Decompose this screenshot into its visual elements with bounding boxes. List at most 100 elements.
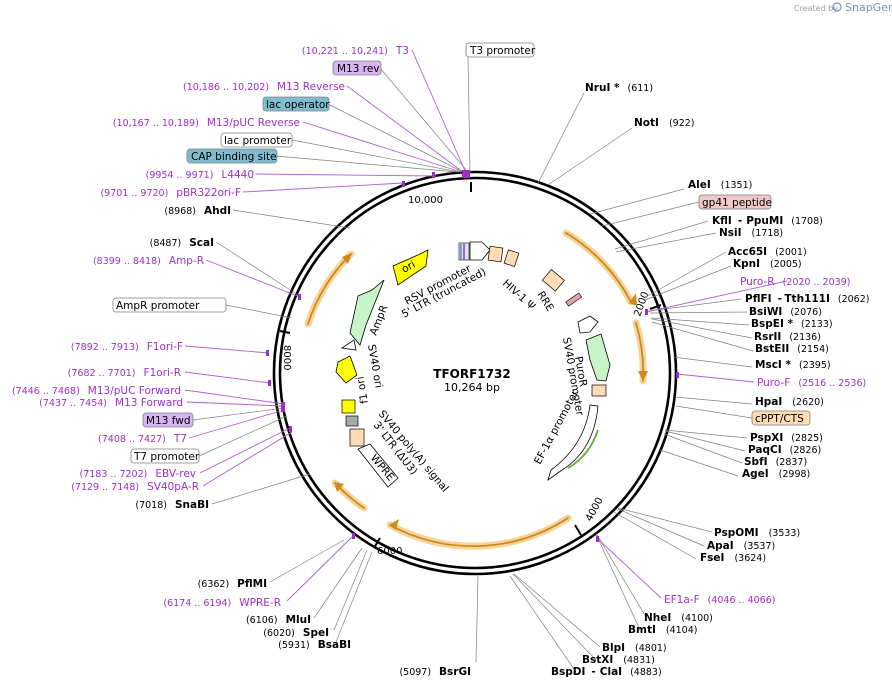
ampr-feature (349, 279, 385, 346)
ori-feature (392, 249, 429, 286)
snapgene-logo: SnapGene (832, 1, 892, 14)
ampr-promoter-feature (340, 339, 357, 351)
primer-labels: (10,221 .. 10,241)T3 (10,186 .. 10,202)M… (12, 45, 866, 609)
primer-t7: (7408 .. 7427)T7 (98, 433, 187, 445)
cap-binding-site-label: CAP binding site (191, 151, 277, 163)
box-leader-lines (192, 54, 753, 457)
ori-label: ori (400, 259, 418, 276)
snapgene-brand: SnapGene (845, 1, 892, 14)
t7-promoter-box: T7 promoter (130, 448, 200, 464)
m13-rev-box: M13 rev (332, 60, 382, 76)
site-bsiwi: BsiWI(2076) (749, 306, 822, 318)
site-paqci: PaqCI(2826) (748, 444, 821, 456)
tick-10000: 10,000 (408, 195, 443, 206)
puror-feature (585, 333, 611, 382)
t3-promoter-box: T3 promoter (465, 42, 536, 58)
site-pspxi: PspXI(2825) (750, 432, 823, 444)
cppt-feature (591, 384, 607, 397)
backbone-markers (266, 170, 679, 542)
site-bsrgi: (5097)BsrGI (399, 666, 471, 678)
rre-label: RRE (534, 289, 555, 313)
site-apai: ApaI(3537) (707, 540, 775, 552)
ampr-promoter-label: AmpR promoter (116, 300, 200, 312)
m13-fwd-box: M13 fwd (142, 412, 194, 428)
primer-f1ori-r: (7682 .. 7701)F1ori-R (68, 367, 181, 379)
wpre-feature (357, 443, 399, 488)
site-snabi: (7018)SnaBI (135, 499, 209, 511)
ampr-promoter-box: AmpR promoter (112, 297, 227, 313)
tick-marks (279, 182, 662, 549)
site-labels-left: (5097)BsrGI (5931)BsaBI (6020)SpeI (6106… (135, 205, 471, 678)
site-bsabi: (5931)BsaBI (278, 639, 351, 651)
m13-fwd-label: M13 fwd (146, 415, 191, 427)
sv40-polya-box (341, 399, 356, 414)
site-hpai: HpaI(2620) (755, 396, 824, 408)
rsv-promoter-feature (469, 241, 491, 261)
tick-6000: 6000 (377, 546, 402, 557)
primer-m13-forward: (7437 .. 7454)M13 Forward (39, 397, 183, 409)
primer-m13-reverse: (10,186 .. 10,202)M13 Reverse (183, 81, 345, 93)
cppt-cts-box: cPPT/CTS (751, 410, 811, 426)
site-noti: NotI(922) (634, 117, 694, 129)
site-rsrii: RsrII(2136) (754, 331, 821, 343)
site-blpi: BlpI(4801) (602, 642, 667, 654)
f1-ori-label: f1 ori (354, 376, 371, 405)
site-fsei: FseI(3624) (700, 552, 766, 564)
lac-operator-label: lac operator (266, 99, 330, 111)
primer-t3: (10,221 .. 10,241)T3 (302, 45, 409, 57)
lac-promoter-label: lac promoter (224, 135, 292, 147)
site-sbfi: SbfI(2837) (744, 456, 807, 468)
site-kpni: KpnI(2005) (733, 258, 802, 270)
site-mlui: (6106)MluI (246, 614, 311, 626)
primer-l4440: (9954 .. 9971)L4440 (146, 169, 254, 181)
primer-amp-r: (8399 .. 8418)Amp-R (93, 255, 204, 267)
gp41-feature (565, 292, 583, 307)
orange-arcs (304, 229, 647, 550)
site-bmti: BmtI(4104) (628, 624, 697, 636)
site-bspei: BspEI *(2133) (751, 318, 833, 330)
site-nsii: NsiI(1718) (719, 227, 783, 239)
t3-promoter-label: T3 promoter (469, 45, 536, 57)
cppt-cts-label: cPPT/CTS (755, 413, 804, 425)
site-bsteii: BstEII(2154) (755, 343, 829, 355)
primer-puro-r: Puro-R(2020 .. 2039) (740, 276, 850, 288)
lac-operator-box: lac operator (262, 96, 330, 112)
lac-promoter-box: lac promoter (220, 132, 293, 148)
hiv-label: HIV-1 Ψ (500, 277, 537, 312)
site-pflmi: (6362)PflMI (198, 578, 267, 590)
ltr3-box (349, 428, 365, 447)
site-bstxi: BstXI(4831) (582, 654, 655, 666)
plasmid-name: TFORF1732 (433, 367, 510, 381)
site-alei: AleI(1351) (688, 179, 752, 191)
sv40-ori-label: SV40 ori (365, 343, 384, 389)
site-msci: MscI *(2395) (755, 359, 831, 371)
primer-m13-puc-forward: (7446 .. 7468)M13/pUC Forward (12, 385, 181, 397)
hiv-psi-box-1 (487, 245, 504, 263)
primer-ebv-rev: (7183 .. 7202)EBV-rev (80, 468, 197, 480)
backbone-inner (278, 176, 672, 570)
primer-wpre-r: (6174 .. 6194)WPRE-R (163, 597, 281, 609)
ef1a-feature (547, 404, 599, 482)
site-nrui: NruI *(611) (585, 82, 653, 94)
plasmid-size: 10,264 bp (444, 381, 500, 394)
site-bspdi: BspDI-ClaI(4883) (551, 666, 662, 678)
site-acc65i: Acc65I(2001) (728, 246, 807, 258)
site-ahdi: (8968)AhdI (164, 205, 231, 217)
site-scai: (8487)ScaI (150, 237, 214, 249)
tick-8000: 8000 (281, 345, 292, 370)
rre-box (541, 269, 565, 292)
site-nhei: NheI(4100) (644, 612, 713, 624)
credit-created-by: Created by (794, 4, 838, 13)
site-leader-lines (211, 92, 754, 673)
site-kfli: KflI-PpuMI(1708) (712, 215, 823, 227)
gp41-peptide-label: gp41 peptide (702, 197, 772, 209)
primer-ef1a-f: EF1a-F(4046 .. 4066) (664, 594, 775, 606)
primer-leader-lines (184, 49, 788, 602)
m13-rev-label: M13 rev (337, 63, 380, 75)
sv40-ori-feature (335, 355, 358, 384)
primer-puro-f: Puro-F(2516 .. 2536) (757, 377, 866, 389)
primer-f1ori-f: (7892 .. 7913)F1ori-F (71, 341, 183, 353)
puror-label: PuroR (572, 355, 589, 387)
site-agei: AgeI(2998) (742, 468, 810, 480)
